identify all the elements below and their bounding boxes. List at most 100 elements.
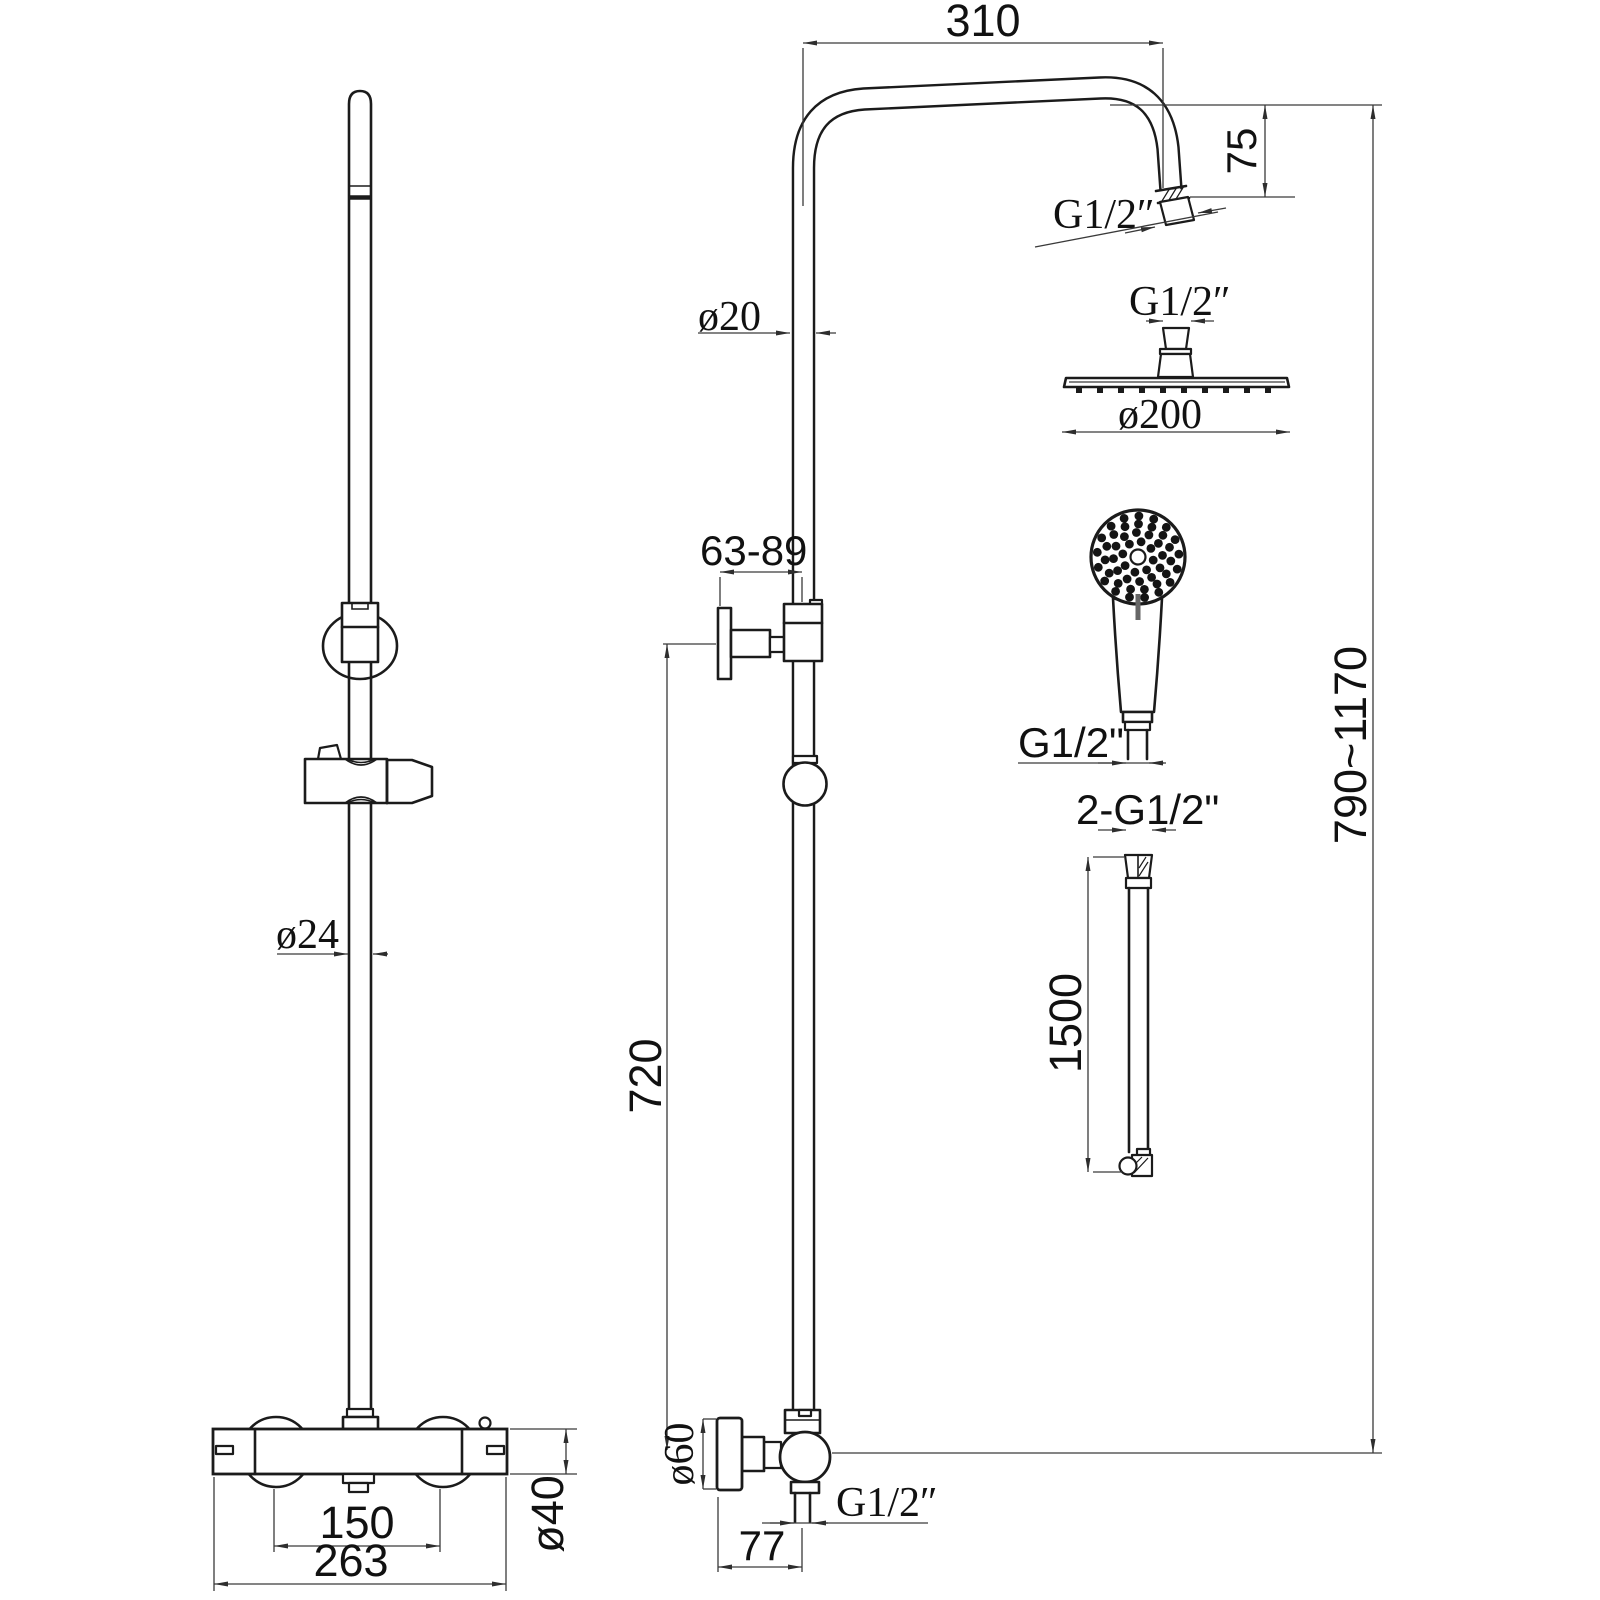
- dim-overhead-thread-label: G1/2″: [1129, 279, 1231, 325]
- side-riser-and-arm-inner: [794, 78, 1181, 1412]
- side-valve-body: [778, 1430, 832, 1484]
- dim-arm-reach: 310: [802, 0, 1164, 206]
- dim-valve-body-diameter: ø40: [510, 1428, 577, 1553]
- valve-body-bar: [211, 1427, 509, 1476]
- dim-valve-outlet-thread-label: G1/2″: [836, 1480, 938, 1526]
- side-valve-connector-notch: [797, 1408, 813, 1418]
- overhead-shower-detail: G1/2″ ø200: [1062, 279, 1291, 438]
- dim-arm-drop-label: 75: [1218, 128, 1265, 175]
- spray-dot: [1165, 542, 1174, 552]
- bracket-arm-step: [768, 635, 786, 654]
- dim-valve-depth-label: 77: [739, 1522, 786, 1569]
- handshower-spray-dots: [1092, 511, 1184, 602]
- dim-riser-diameter-label: ø20: [698, 294, 761, 340]
- spray-dot: [1130, 567, 1140, 577]
- hose-detail: 2-G1/2" 1500: [1040, 786, 1219, 1178]
- handshower-mode-lever: [1135, 594, 1141, 620]
- spray-dot: [1097, 533, 1107, 543]
- dim-arm-outlet-thread-label: G1/2″: [1053, 192, 1155, 238]
- spray-dot: [1120, 561, 1130, 570]
- connector-band-top: [1154, 184, 1188, 193]
- spray-dot: [1122, 574, 1132, 584]
- spray-dot: [1111, 541, 1121, 551]
- spray-dot: [1154, 539, 1163, 548]
- dim-hose-thread-label: 2-G1/2": [1076, 786, 1219, 833]
- spray-dot: [1120, 532, 1129, 541]
- dim-valve-inlet-centers-label: 150: [319, 1497, 394, 1548]
- spray-dot: [1100, 555, 1110, 565]
- spray-dot: [1144, 530, 1154, 540]
- slider-cradle-bottom: [344, 796, 378, 804]
- valve-left-knob-slot: [214, 1444, 235, 1456]
- spray-dot: [1172, 564, 1182, 574]
- spray-dot: [1140, 593, 1149, 602]
- slider-body: [303, 757, 389, 805]
- dim-valve-knob-diameter: ø60: [657, 1418, 716, 1490]
- front-bracket-notch: [351, 604, 369, 610]
- dim-hose-length: 1500: [1040, 856, 1124, 1173]
- bracket-wall-plate: [716, 606, 733, 681]
- spray-dot: [1174, 549, 1184, 559]
- spray-dot: [1152, 579, 1162, 589]
- dim-riser-diameter: ø20: [698, 294, 836, 340]
- spray-dot: [1170, 535, 1180, 544]
- dim-valve-body-diameter-label: ø40: [522, 1475, 573, 1553]
- dim-column-diameter: ø24: [276, 912, 388, 958]
- spray-dot: [1113, 579, 1123, 588]
- overhead-thread-nut: [1161, 326, 1191, 351]
- valve-right-knob-slot: [485, 1444, 506, 1456]
- valve-knob-nut: [740, 1435, 766, 1473]
- valve-top-connector-lower: [341, 1415, 380, 1431]
- spray-dot: [1102, 541, 1112, 551]
- slider-lever: [316, 743, 343, 761]
- side-slider-knob: [782, 754, 828, 807]
- hose-bottom-elbow: [1118, 1156, 1138, 1176]
- valve-knob-disc: [715, 1416, 744, 1492]
- dim-column-diameter-label: ø24: [276, 912, 339, 958]
- dim-handshower-thread-label: G1/2": [1018, 719, 1124, 766]
- dim-valve-knob-diameter-label: ø60: [657, 1423, 703, 1486]
- front-wall-bracket-clamp: [340, 601, 380, 664]
- front-riser-column: [347, 89, 373, 1411]
- dim-bracket-adjust-label: 63-89: [700, 527, 807, 574]
- spray-dot: [1147, 522, 1157, 532]
- front-view: ø24 150 263 ø40: [211, 89, 577, 1591]
- dim-overall-height-label: 790~1170: [1325, 646, 1376, 844]
- spray-dot: [1104, 568, 1114, 578]
- spray-dot: [1109, 530, 1119, 539]
- dim-rail-span: 720: [620, 643, 716, 1450]
- spray-dot: [1125, 539, 1134, 549]
- front-slider-holder: [303, 743, 434, 805]
- spray-dot: [1149, 514, 1159, 524]
- dim-handshower-thread: G1/2": [1018, 719, 1166, 766]
- spray-dot: [1134, 519, 1143, 529]
- side-view: 310 75 G1/2″ ø20 63-89: [620, 0, 1382, 1572]
- spray-dot: [1092, 547, 1102, 557]
- bracket-arm: [729, 628, 772, 659]
- handshower-detail: G1/2": [1018, 508, 1187, 766]
- handshower-center-hole: [1129, 548, 1147, 566]
- spray-dot: [1120, 522, 1130, 532]
- dim-overall-height: 790~1170: [832, 105, 1382, 1454]
- spray-dot: [1142, 565, 1151, 575]
- connector-hatch: [1161, 185, 1185, 202]
- side-valve-outlet-collar: [789, 1480, 821, 1495]
- spray-dot: [1154, 587, 1164, 597]
- dim-overhead-diameter-label: ø200: [1118, 392, 1202, 438]
- spray-dot: [1158, 551, 1167, 560]
- spray-dot: [1118, 549, 1128, 559]
- spray-dot: [1166, 556, 1176, 566]
- spray-dot: [1125, 592, 1134, 602]
- spray-dot: [1148, 555, 1158, 565]
- spray-dot: [1136, 537, 1146, 547]
- side-wall-bracket: [716, 598, 824, 681]
- bracket-clamp: [782, 602, 824, 663]
- front-valve: [211, 1407, 509, 1494]
- spray-dot: [1093, 562, 1103, 572]
- spray-dot: [1111, 587, 1120, 596]
- dim-hose-length-label: 1500: [1040, 973, 1091, 1073]
- dim-valve-inlet-centers: 150: [273, 1489, 441, 1552]
- dim-arm-outlet-thread: G1/2″: [1034, 192, 1227, 248]
